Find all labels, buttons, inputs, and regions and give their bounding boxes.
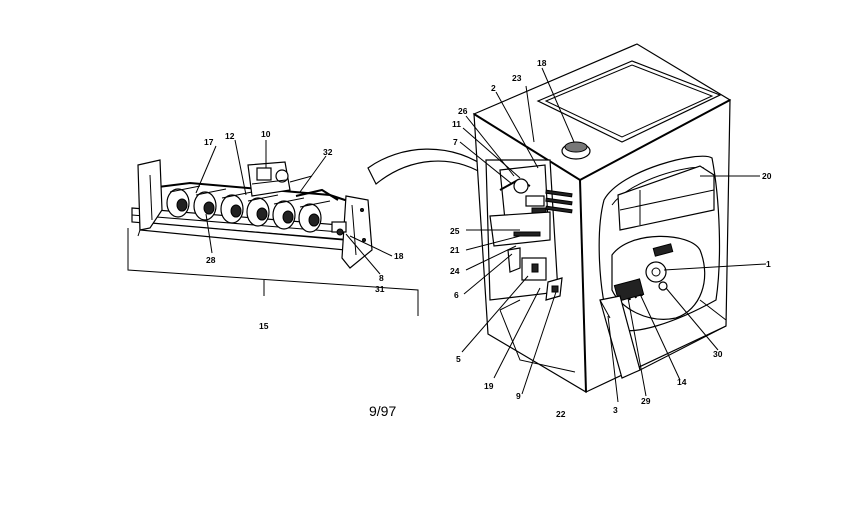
leader-lines: [195, 67, 767, 403]
callout-15: 15: [259, 321, 269, 331]
callout-24: 24: [450, 266, 460, 276]
callout-26: 26: [458, 106, 468, 116]
callout-11: 11: [452, 119, 461, 129]
callout-22: 22: [556, 409, 566, 419]
callout-20: 20: [762, 171, 772, 181]
callout-5: 5: [456, 354, 461, 364]
burner-assembly: [131, 159, 373, 269]
burner-tubes: [166, 185, 331, 233]
callout-25: 25: [450, 226, 460, 236]
callout-21: 21: [450, 245, 460, 255]
igniter-module: [247, 161, 291, 197]
callout-23: 23: [512, 73, 522, 83]
callout-31: 31: [375, 284, 385, 294]
vent-slots: [545, 189, 573, 214]
blower-assembly: [599, 235, 706, 379]
callout-32: 32: [323, 147, 333, 157]
callout-19: 19: [484, 381, 494, 391]
callout-8: 8: [379, 273, 384, 283]
callout-14: 14: [677, 377, 687, 387]
callout-1: 1: [766, 259, 771, 269]
callout-9: 9: [516, 391, 521, 401]
callout-10-burner: 10: [261, 129, 271, 139]
gas-valve-controls: [489, 164, 563, 301]
callout-12: 12: [225, 131, 235, 141]
callout-labels: 17 12 10 32 28 18 8 31 15 18 23 2 26 11 …: [204, 58, 772, 419]
furnace-cabinet: [472, 43, 732, 394]
callout-3: 3: [613, 405, 618, 415]
callout-18-burner: 18: [394, 251, 404, 261]
callout-2: 2: [491, 83, 496, 93]
callout-6: 6: [454, 290, 459, 300]
callout-29: 29: [641, 396, 651, 406]
callout-17: 17: [204, 137, 214, 147]
group-bracket-15: [127, 228, 419, 316]
callout-28: 28: [206, 255, 216, 265]
callout-30: 30: [713, 349, 723, 359]
callout-18: 18: [537, 58, 547, 68]
revision-date: 9/97: [369, 403, 396, 419]
callout-7: 7: [453, 137, 458, 147]
